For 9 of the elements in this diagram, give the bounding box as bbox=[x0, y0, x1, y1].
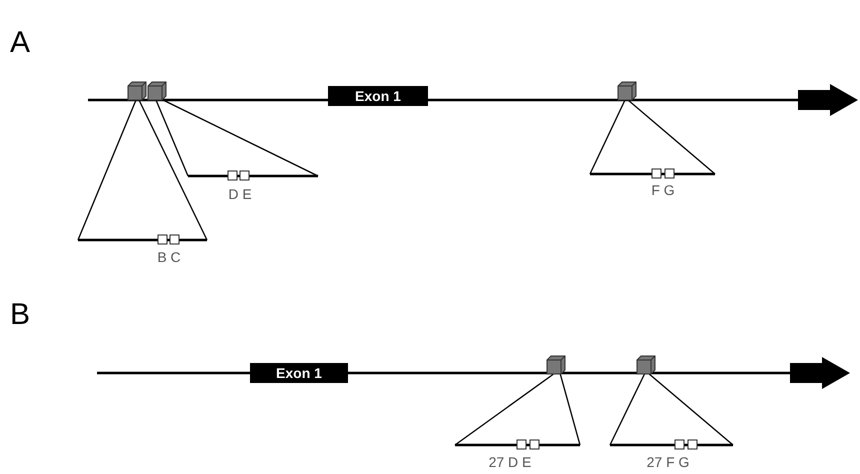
site-label: D E bbox=[228, 187, 252, 201]
exon-box: Exon 1 bbox=[328, 86, 428, 106]
site-label: 27 F G bbox=[646, 455, 690, 469]
site-label: F G bbox=[651, 183, 675, 197]
panel-letter: A bbox=[10, 28, 30, 58]
panel-letter: B bbox=[10, 300, 30, 330]
site-label: B C bbox=[157, 250, 181, 264]
exon-box: Exon 1 bbox=[250, 363, 348, 383]
site-label: 27 D E bbox=[488, 455, 532, 469]
